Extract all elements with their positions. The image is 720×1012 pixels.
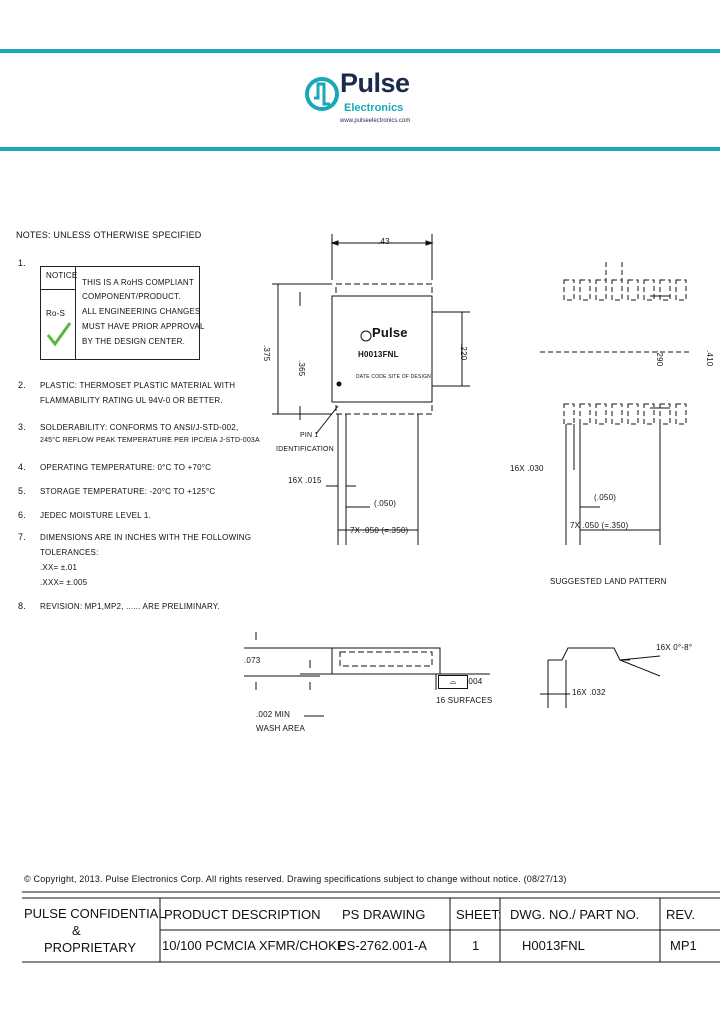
land-pattern-title: SUGGESTED LAND PATTERN [550,577,667,586]
dim-16x015: 16X .015 [288,476,322,485]
copyright-text: © Copyright, 2013. Pulse Electronics Cor… [24,874,567,884]
rohs-line-2: COMPONENT/PRODUCT. [82,292,181,301]
rev-value: MP1 [670,938,697,953]
brand-name: Pulse [340,68,410,98]
land-dim-7x050: 7X .050 (=.350) [570,521,629,530]
pin1-label-1: PIN 1 [300,432,319,439]
dim-top-width: .43 [378,237,390,246]
note-7-line-2: TOLERANCES: [40,548,99,557]
note-3-line-1: SOLDERABILITY: CONFORMS TO ANSI/J-STD-00… [40,423,239,432]
rohs-line-4: MUST HAVE PRIOR APPROVAL [82,322,205,331]
note-2-line-1: PLASTIC: THERMOSET PLASTIC MATERIAL WITH [40,381,236,390]
note-7-line-3: .XX= ±.01 [40,563,78,572]
rohs-notice-box: NOTICE Ro-S THIS IS A RoHS COMPLIANT COM… [40,266,204,360]
note-4-number: 4. [18,462,26,472]
lead-angle: 16X 0°-8° [656,643,693,652]
dim-7x050: 7X .050 (=.350) [350,526,409,535]
dim-050: (.050) [374,499,397,508]
ps-drawing-label: PS DRAWING [342,907,426,922]
note-2-line-2: FLAMMABILITY RATING UL 94V-0 OR BETTER. [40,396,223,405]
dwg-part-label: DWG. NO./ PART NO. [510,907,640,922]
confidential-line-1: PULSE CONFIDENTIAL [24,906,166,921]
rohs-label: Ro-S [46,309,66,318]
note-7-line-1: DIMENSIONS ARE IN INCHES WITH THE FOLLOW… [40,533,252,542]
sheet-label: SHEET: [456,907,502,922]
header-top-bar [0,49,720,53]
surface-symbol-icon: ⌓ [438,675,468,689]
dim-375: .375 [262,345,271,362]
lead-dim-032: 16X .032 [572,688,606,697]
rohs-line-1: THIS IS A RoHS COMPLIANT [82,278,194,287]
side-dim-073: .073 [244,656,261,665]
land-dim-410: .410 [705,350,714,367]
note-4-line-1: OPERATING TEMPERATURE: 0°C TO +70°C [40,463,212,472]
land-dim-290: .290 [655,350,664,367]
note-6-number: 6. [18,510,26,520]
chip-logo-text: Pulse [372,325,408,340]
ps-drawing-value: PS-2762.001-A [338,938,427,953]
note-3-line-2: 245°C REFLOW PEAK TEMPERATURE PER IPC/EI… [40,437,260,444]
note-8-line-1: REVISION: MP1,MP2, ...... ARE PRELIMINAR… [40,602,220,611]
land-dim-050: (.050) [594,493,617,502]
product-description-value: 10/100 PCMCIA XFMR/CHOKE [162,938,346,953]
check-icon [46,322,72,347]
note-5-line-1: STORAGE TEMPERATURE: -20°C TO +125°C [40,487,216,496]
notes-header: NOTES: UNLESS OTHERWISE SPECIFIED [16,230,202,240]
brand-sub: Electronics [344,102,404,114]
brand-url: www.pulseelectronics.com [340,118,411,124]
rev-label: REV. [666,907,696,922]
note-5-number: 5. [18,486,26,496]
chip-part-number: H0013FNL [358,350,399,359]
dim-220: .220 [459,344,468,361]
land-dim-16x030: 16X .030 [510,464,544,473]
side-surfaces: 16 SURFACES [436,696,493,705]
chip-code-text: DATE CODE SITE OF DESIGN [356,374,431,380]
note-8-number: 8. [18,601,26,611]
note-6-line-1: JEDEC MOISTURE LEVEL 1. [40,511,151,520]
pulse-logo-icon [305,77,339,111]
product-description-label: PRODUCT DESCRIPTION [164,907,321,922]
note-3-number: 3. [18,422,26,432]
part-number-value: H0013FNL [522,938,585,953]
note-2-number: 2. [18,380,26,390]
note-7-line-4: .XXX= ±.005 [40,578,88,587]
header-bottom-bar [0,147,720,151]
notice-label: NOTICE [46,271,78,280]
side-dim-004: .004 [466,677,483,686]
confidential-line-3: PROPRIETARY [44,940,136,955]
wash-area-line-1: .002 MIN [256,710,291,719]
wash-area-line-2: WASH AREA [256,724,306,733]
sheet-value: 1 [472,938,480,953]
rohs-line-3: ALL ENGINEERING CHANGES [82,307,201,316]
note-7-number: 7. [18,532,26,542]
note-1-number: 1. [18,258,26,268]
pin1-label-2: IDENTIFICATION [276,446,334,453]
confidential-line-2: & [72,923,81,938]
dim-365: .365 [297,360,306,377]
rohs-line-5: BY THE DESIGN CENTER. [82,337,186,346]
pulse-logo: Pulse Electronics www.pulseelectronics.c… [304,68,424,134]
